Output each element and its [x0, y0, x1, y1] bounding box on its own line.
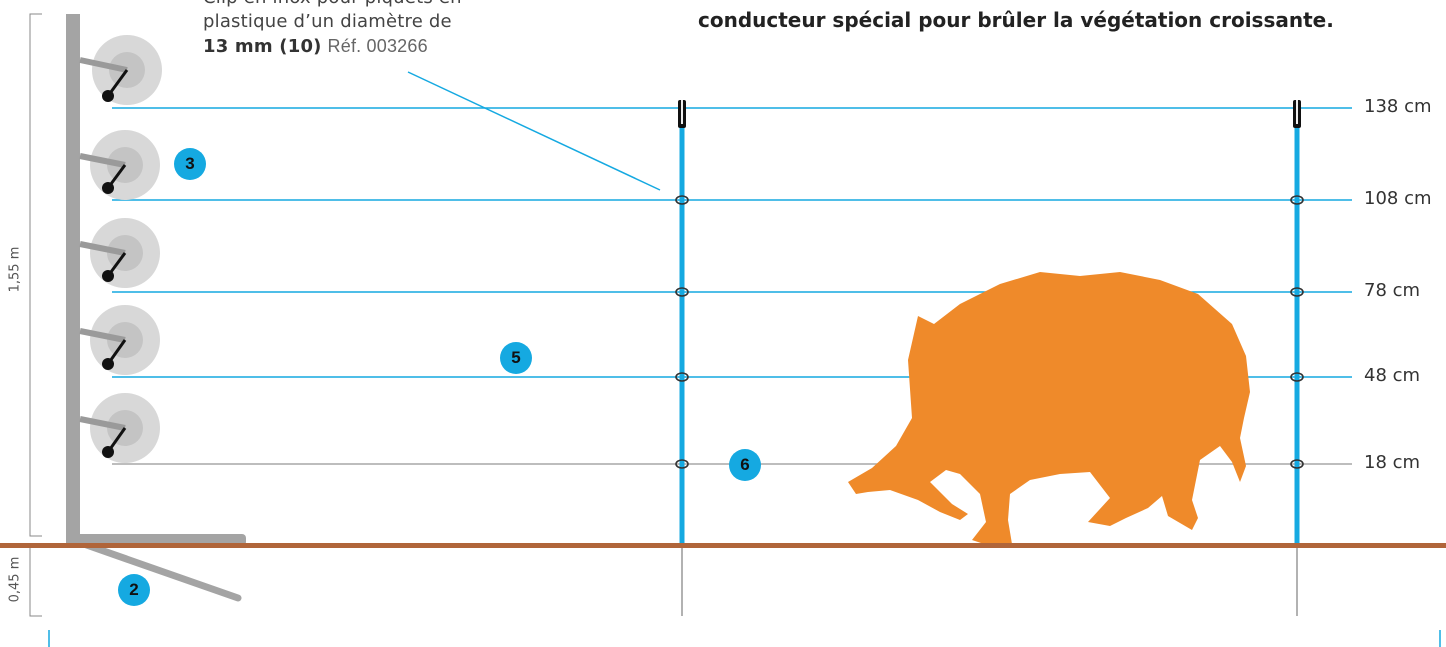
height-label-108: 108 cm [1364, 188, 1432, 209]
note-line-1: Clip en inox pour piquets en [203, 0, 523, 10]
height-label-18: 18 cm [1364, 452, 1421, 473]
note-reference: Réf. 003266 [327, 36, 428, 56]
headline-text: conducteur spécial pour brûler la végéta… [698, 8, 1334, 32]
badge-3: 3 [174, 148, 206, 180]
dimension-bracket-above [29, 13, 42, 537]
insulator [79, 218, 160, 288]
plastic-post [1293, 100, 1301, 616]
dimension-label-below: 0,45 m [7, 556, 23, 603]
dimension-label-above: 1,55 m [7, 246, 23, 293]
height-label-78: 78 cm [1364, 280, 1421, 301]
clip-note: Clip en inox pour piquets en plastique d… [203, 0, 523, 59]
wire-clip [675, 195, 1304, 469]
badge-2: 2 [118, 574, 150, 606]
ground-line [0, 543, 1446, 548]
badge-6: 6 [729, 449, 761, 481]
dimension-bracket-below [29, 545, 42, 617]
plastic-post [678, 100, 686, 616]
height-label-138: 138 cm [1364, 96, 1432, 117]
insulator [79, 130, 160, 200]
badge-5: 5 [500, 342, 532, 374]
height-label-48: 48 cm [1364, 365, 1421, 386]
insulator [79, 35, 162, 105]
note-diameter: 13 mm (10) [203, 36, 322, 57]
insulator [79, 305, 160, 375]
leader-line [407, 71, 661, 191]
wild-boar-silhouette [848, 272, 1250, 546]
insulator [79, 393, 160, 463]
corner-post [66, 14, 246, 602]
note-line-2: plastique d’un diamètre de [203, 11, 452, 32]
note-line-3: 13 mm (10) Réf. 003266 [203, 34, 523, 59]
